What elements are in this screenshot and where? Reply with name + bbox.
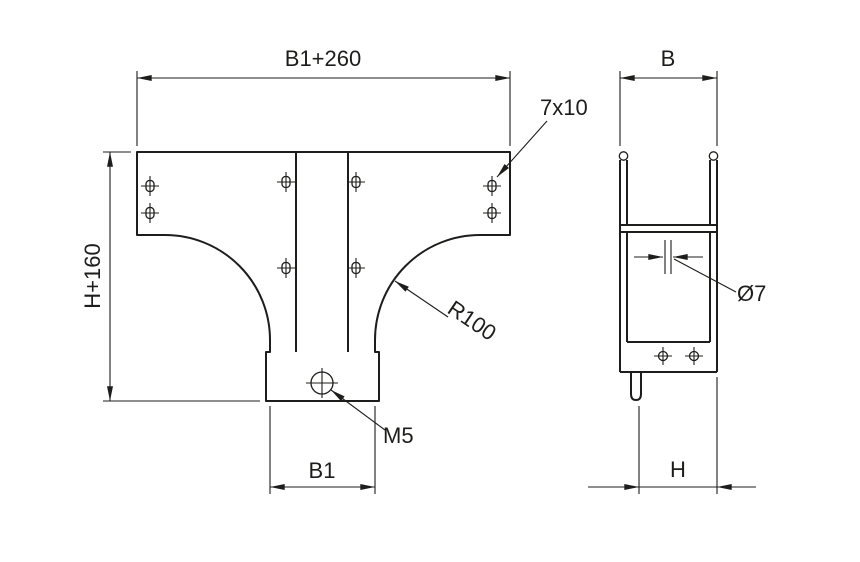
slot-hole [483, 176, 501, 196]
dim-label-h-plus-160: H+160 [80, 243, 105, 308]
dim-d7: Ø7 [634, 254, 766, 306]
rolled-edge-left [618, 151, 629, 161]
bottom-tab [630, 372, 642, 401]
radius-label: R100 [443, 295, 501, 345]
callout-m5: M5 [330, 389, 414, 448]
slot-hole [483, 203, 501, 223]
rolled-edge-right [708, 151, 719, 161]
slot-hole [141, 203, 159, 223]
m5-screw-hole [306, 368, 338, 398]
dim-h-plus-160: H+160 [80, 151, 260, 402]
leader-line [330, 389, 386, 431]
dim-label-b: B [661, 46, 676, 71]
dim-label-h: H [670, 457, 686, 482]
round-hole [654, 347, 672, 365]
slot-hole [277, 172, 295, 192]
round-hole [685, 347, 703, 365]
hole-diameter-label: Ø7 [737, 281, 766, 306]
callout-r100: R100 [394, 280, 501, 346]
dim-label-b1: B1 [309, 458, 336, 483]
slot-size-label: 7x10 [540, 95, 588, 120]
screw-size-label: M5 [383, 423, 414, 448]
dim-label-b1-plus-260: B1+260 [285, 46, 361, 71]
dim-h: H [588, 377, 756, 494]
dim-b: B [619, 46, 718, 146]
slot-hole [347, 172, 365, 192]
front-view: B1+260 H+160 B1 7x10 R100 M [80, 46, 588, 494]
leader-line [496, 120, 548, 178]
slot-hole [277, 258, 295, 278]
callout-7x10: 7x10 [496, 95, 588, 178]
slot-hole [141, 176, 159, 196]
dim-b1: B1 [269, 406, 376, 494]
slot-hole [347, 258, 365, 278]
leader-line [394, 280, 449, 318]
side-view: B H Ø7 [588, 46, 766, 494]
front-part-outline [136, 151, 511, 402]
leader-line [673, 258, 737, 293]
dim-b1-plus-260: B1+260 [136, 46, 511, 146]
